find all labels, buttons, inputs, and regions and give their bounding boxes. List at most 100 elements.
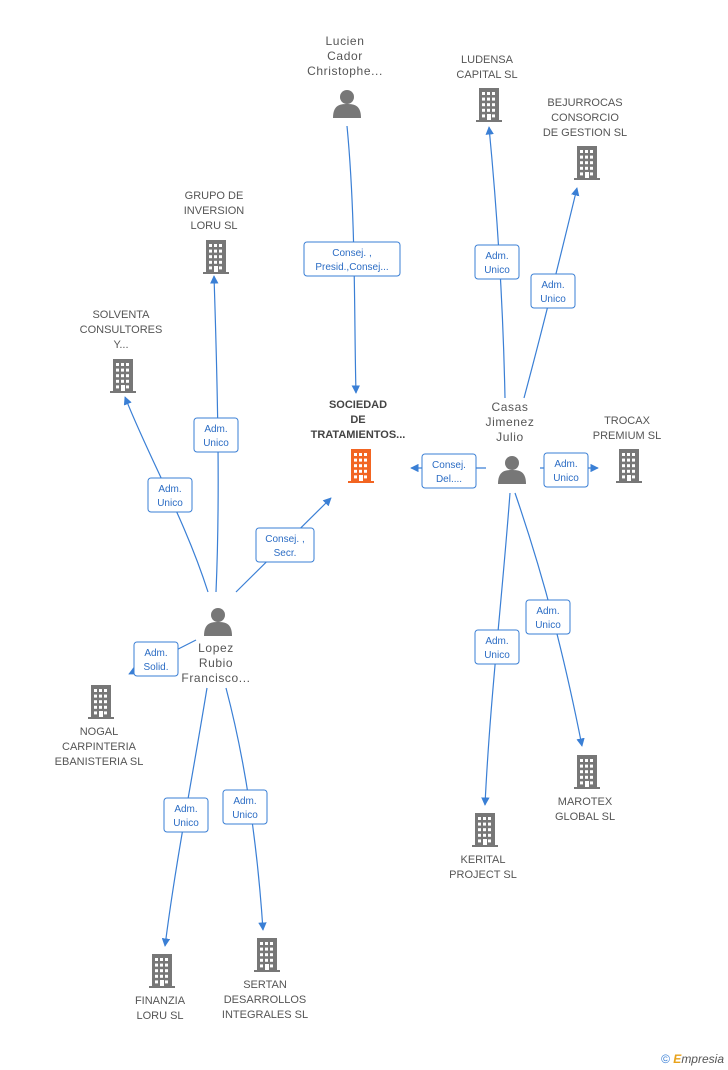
edge-casas-trocax: Adm. Unico: [540, 452, 599, 488]
building-icon[interactable]: [472, 813, 498, 847]
relation-label[interactable]: Adm.Unico: [474, 244, 520, 280]
edge-casas-kerital: Adm. Unico: [474, 492, 520, 806]
node-label: INTEGRALES SL: [222, 1009, 308, 1021]
relation-label[interactable]: Adm. Solid.: [133, 641, 179, 677]
node-center[interactable]: SOCIEDADDETRATAMIENTOS...: [311, 399, 406, 483]
node-label: SERTAN: [243, 979, 287, 991]
relation-label-text: Consej. ,: [332, 248, 371, 259]
edge-lopez-center: Consej. ,Secr.: [235, 497, 332, 593]
relation-label[interactable]: Adm. Unico: [543, 452, 589, 488]
person-icon[interactable]: [333, 90, 361, 118]
node-label: Christophe...: [307, 64, 383, 78]
relation-label[interactable]: Adm.Unico: [222, 789, 268, 825]
edge-casas-ludensa: Adm.Unico: [474, 126, 520, 399]
building-icon[interactable]: [574, 755, 600, 789]
relation-label[interactable]: Adm. Unico: [147, 477, 193, 513]
edge-lucien-center: Consej. ,Presid.,Consej...: [303, 125, 401, 394]
node-label: FINANZIA: [135, 995, 186, 1007]
relation-label-text: Adm.: [158, 484, 181, 495]
relation-label[interactable]: Adm. Unico: [163, 797, 209, 833]
relation-label-text: Unico: [173, 818, 199, 829]
relation-label-text: Adm.: [174, 804, 197, 815]
node-label: Francisco...: [181, 671, 250, 685]
relation-label-text: Adm.: [485, 251, 508, 262]
relation-label-text: Unico: [157, 498, 183, 509]
relation-label[interactable]: Adm.Unico: [193, 417, 239, 453]
node-label: DESARROLLOS: [224, 994, 307, 1006]
building-icon[interactable]: [476, 88, 502, 122]
relation-label[interactable]: Consej. Del....: [421, 453, 477, 489]
node-sertan[interactable]: SERTAN DESARROLLOS INTEGRALES SL: [222, 938, 308, 1021]
node-label: SOCIEDAD: [329, 399, 387, 411]
node-label: Jimenez: [486, 415, 535, 429]
node-label: CARPINTERIA: [62, 741, 137, 753]
node-label: TRATAMIENTOS...: [311, 429, 406, 441]
relation-label[interactable]: Adm. Unico: [474, 629, 520, 665]
edge-lopez-nogal: Adm. Solid.: [128, 639, 197, 677]
person-icon[interactable]: [204, 608, 232, 636]
node-label: Lopez: [198, 641, 234, 655]
relation-label-text: Adm.: [536, 606, 559, 617]
node-label: LORU SL: [190, 220, 237, 232]
node-label: Rubio: [199, 656, 233, 670]
relation-label[interactable]: Consej. ,Presid.,Consej...: [303, 241, 401, 277]
node-grupo[interactable]: GRUPO DE INVERSION LORU SL: [184, 190, 245, 274]
relation-label-text: Adm.: [554, 459, 577, 470]
relation-label-text: Del....: [436, 474, 462, 485]
node-label: PROJECT SL: [449, 869, 517, 881]
building-icon[interactable]: [348, 449, 374, 483]
node-lopez[interactable]: LopezRubioFrancisco...: [181, 608, 250, 685]
relation-label-text: Adm.: [144, 648, 167, 659]
relation-label-text: Consej.: [432, 460, 466, 471]
node-label: Lucien: [326, 34, 365, 48]
node-label: CONSORCIO: [551, 112, 619, 124]
building-icon[interactable]: [149, 954, 175, 988]
relation-label[interactable]: Adm.Unico: [530, 273, 576, 309]
edge-lopez-grupo: Adm.Unico: [193, 275, 239, 593]
node-label: LORU SL: [136, 1010, 183, 1022]
relation-label-text: Adm.: [233, 796, 256, 807]
brand-footer: © Empresia: [661, 1052, 724, 1066]
node-label: NOGAL: [80, 726, 119, 738]
node-label: Y...: [113, 339, 128, 351]
person-icon[interactable]: [498, 456, 526, 484]
building-icon[interactable]: [254, 938, 280, 972]
building-icon[interactable]: [616, 449, 642, 483]
building-icon[interactable]: [88, 685, 114, 719]
edge-lopez-sertan: Adm.Unico: [222, 687, 268, 931]
edge-lopez-finanzia: Adm. Unico: [161, 687, 209, 947]
relation-label-text: Solid.: [143, 662, 168, 673]
brand-logo[interactable]: Empresia: [673, 1052, 724, 1066]
node-label: Cador: [327, 49, 363, 63]
building-icon[interactable]: [110, 359, 136, 393]
relation-label-text: Adm.: [485, 636, 508, 647]
building-icon[interactable]: [574, 146, 600, 180]
relation-label[interactable]: Consej. ,Secr.: [255, 527, 315, 563]
edge-lopez-solventa: Adm. Unico: [123, 396, 209, 593]
node-solventa[interactable]: SOLVENTACONSULTORESY...: [80, 309, 163, 393]
node-label: GRUPO DE: [185, 190, 244, 202]
relation-label-text: Unico: [540, 294, 566, 305]
node-label: TROCAX: [604, 415, 651, 427]
relation-label[interactable]: Adm. Unico: [525, 599, 571, 635]
node-lucien[interactable]: LucienCadorChristophe...: [307, 34, 383, 118]
relation-label-text: Secr.: [274, 548, 297, 559]
relation-label-text: Unico: [535, 620, 561, 631]
relation-label-text: Unico: [553, 473, 579, 484]
edge-casas-marotex: Adm. Unico: [514, 492, 585, 747]
relation-label-text: Unico: [484, 650, 510, 661]
node-label: INVERSION: [184, 205, 245, 217]
node-label: BEJURROCAS: [547, 97, 622, 109]
node-finanzia[interactable]: FINANZIA LORU SL: [135, 954, 186, 1022]
node-label: CONSULTORES: [80, 324, 163, 336]
building-icon[interactable]: [203, 240, 229, 274]
relation-label-text: Unico: [203, 438, 229, 449]
node-label: Julio: [496, 430, 524, 444]
